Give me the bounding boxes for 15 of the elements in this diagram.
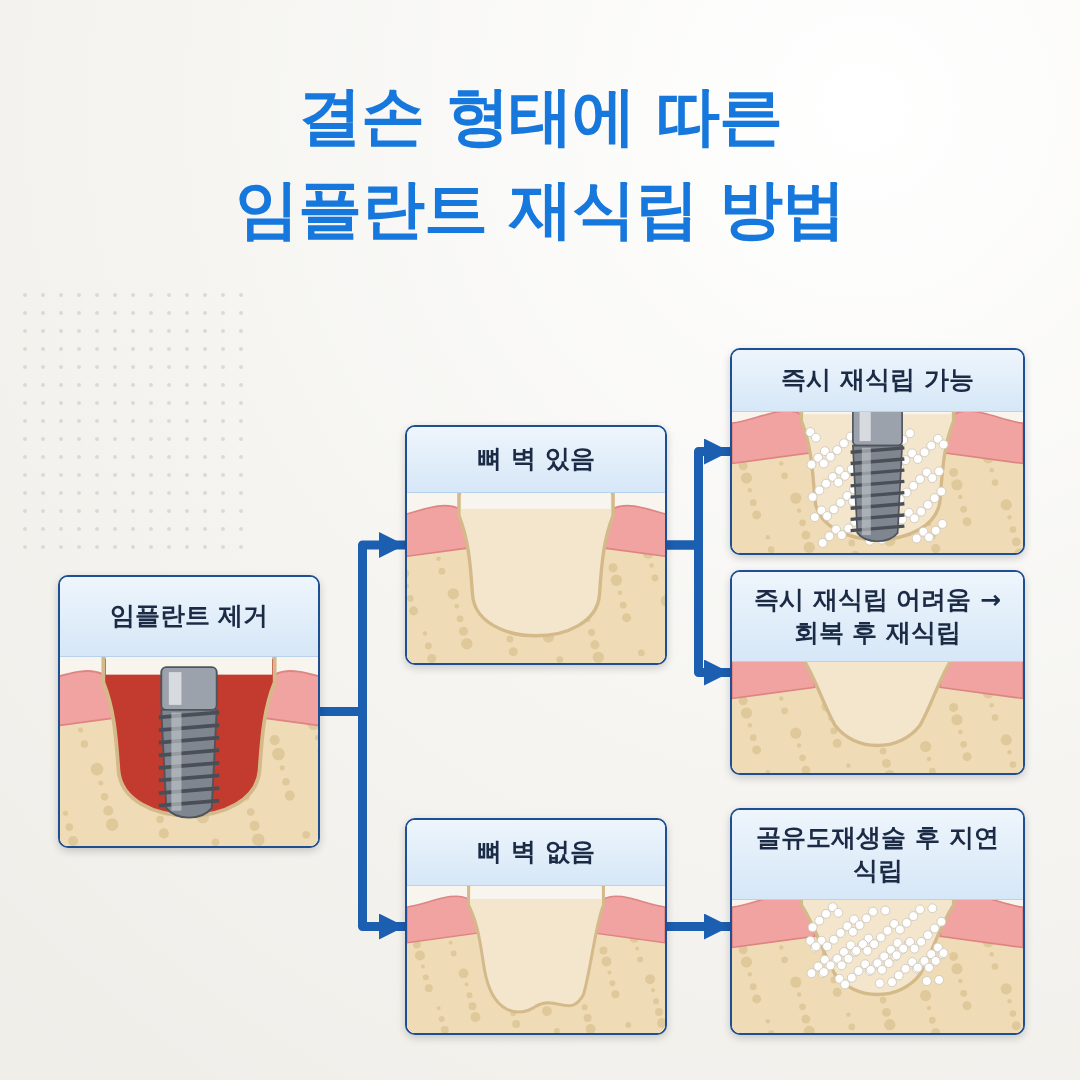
step-card [730,570,1025,775]
arrow [667,913,730,940]
step-card [405,425,667,665]
card-heading: 뼈 벽 없음 [477,836,595,869]
arrow [667,540,730,686]
card-heading: 즉시 재식립 어려움 → 회복 후 재식립 [752,584,1003,649]
card-heading: 골유도재생술 후 지연 식립 [755,822,1000,887]
step-card [730,808,1025,1035]
title: 결손 형태에 따른 임플란트 재식립 방법 [234,78,846,248]
card-heading: 임플란트 제거 [109,600,269,633]
step-card [730,348,1025,555]
card-heading: 뼈 벽 있음 [477,443,595,476]
card-heading: 즉시 재식립 가능 [781,364,974,397]
step-card [58,575,320,848]
step-card [405,818,667,1035]
